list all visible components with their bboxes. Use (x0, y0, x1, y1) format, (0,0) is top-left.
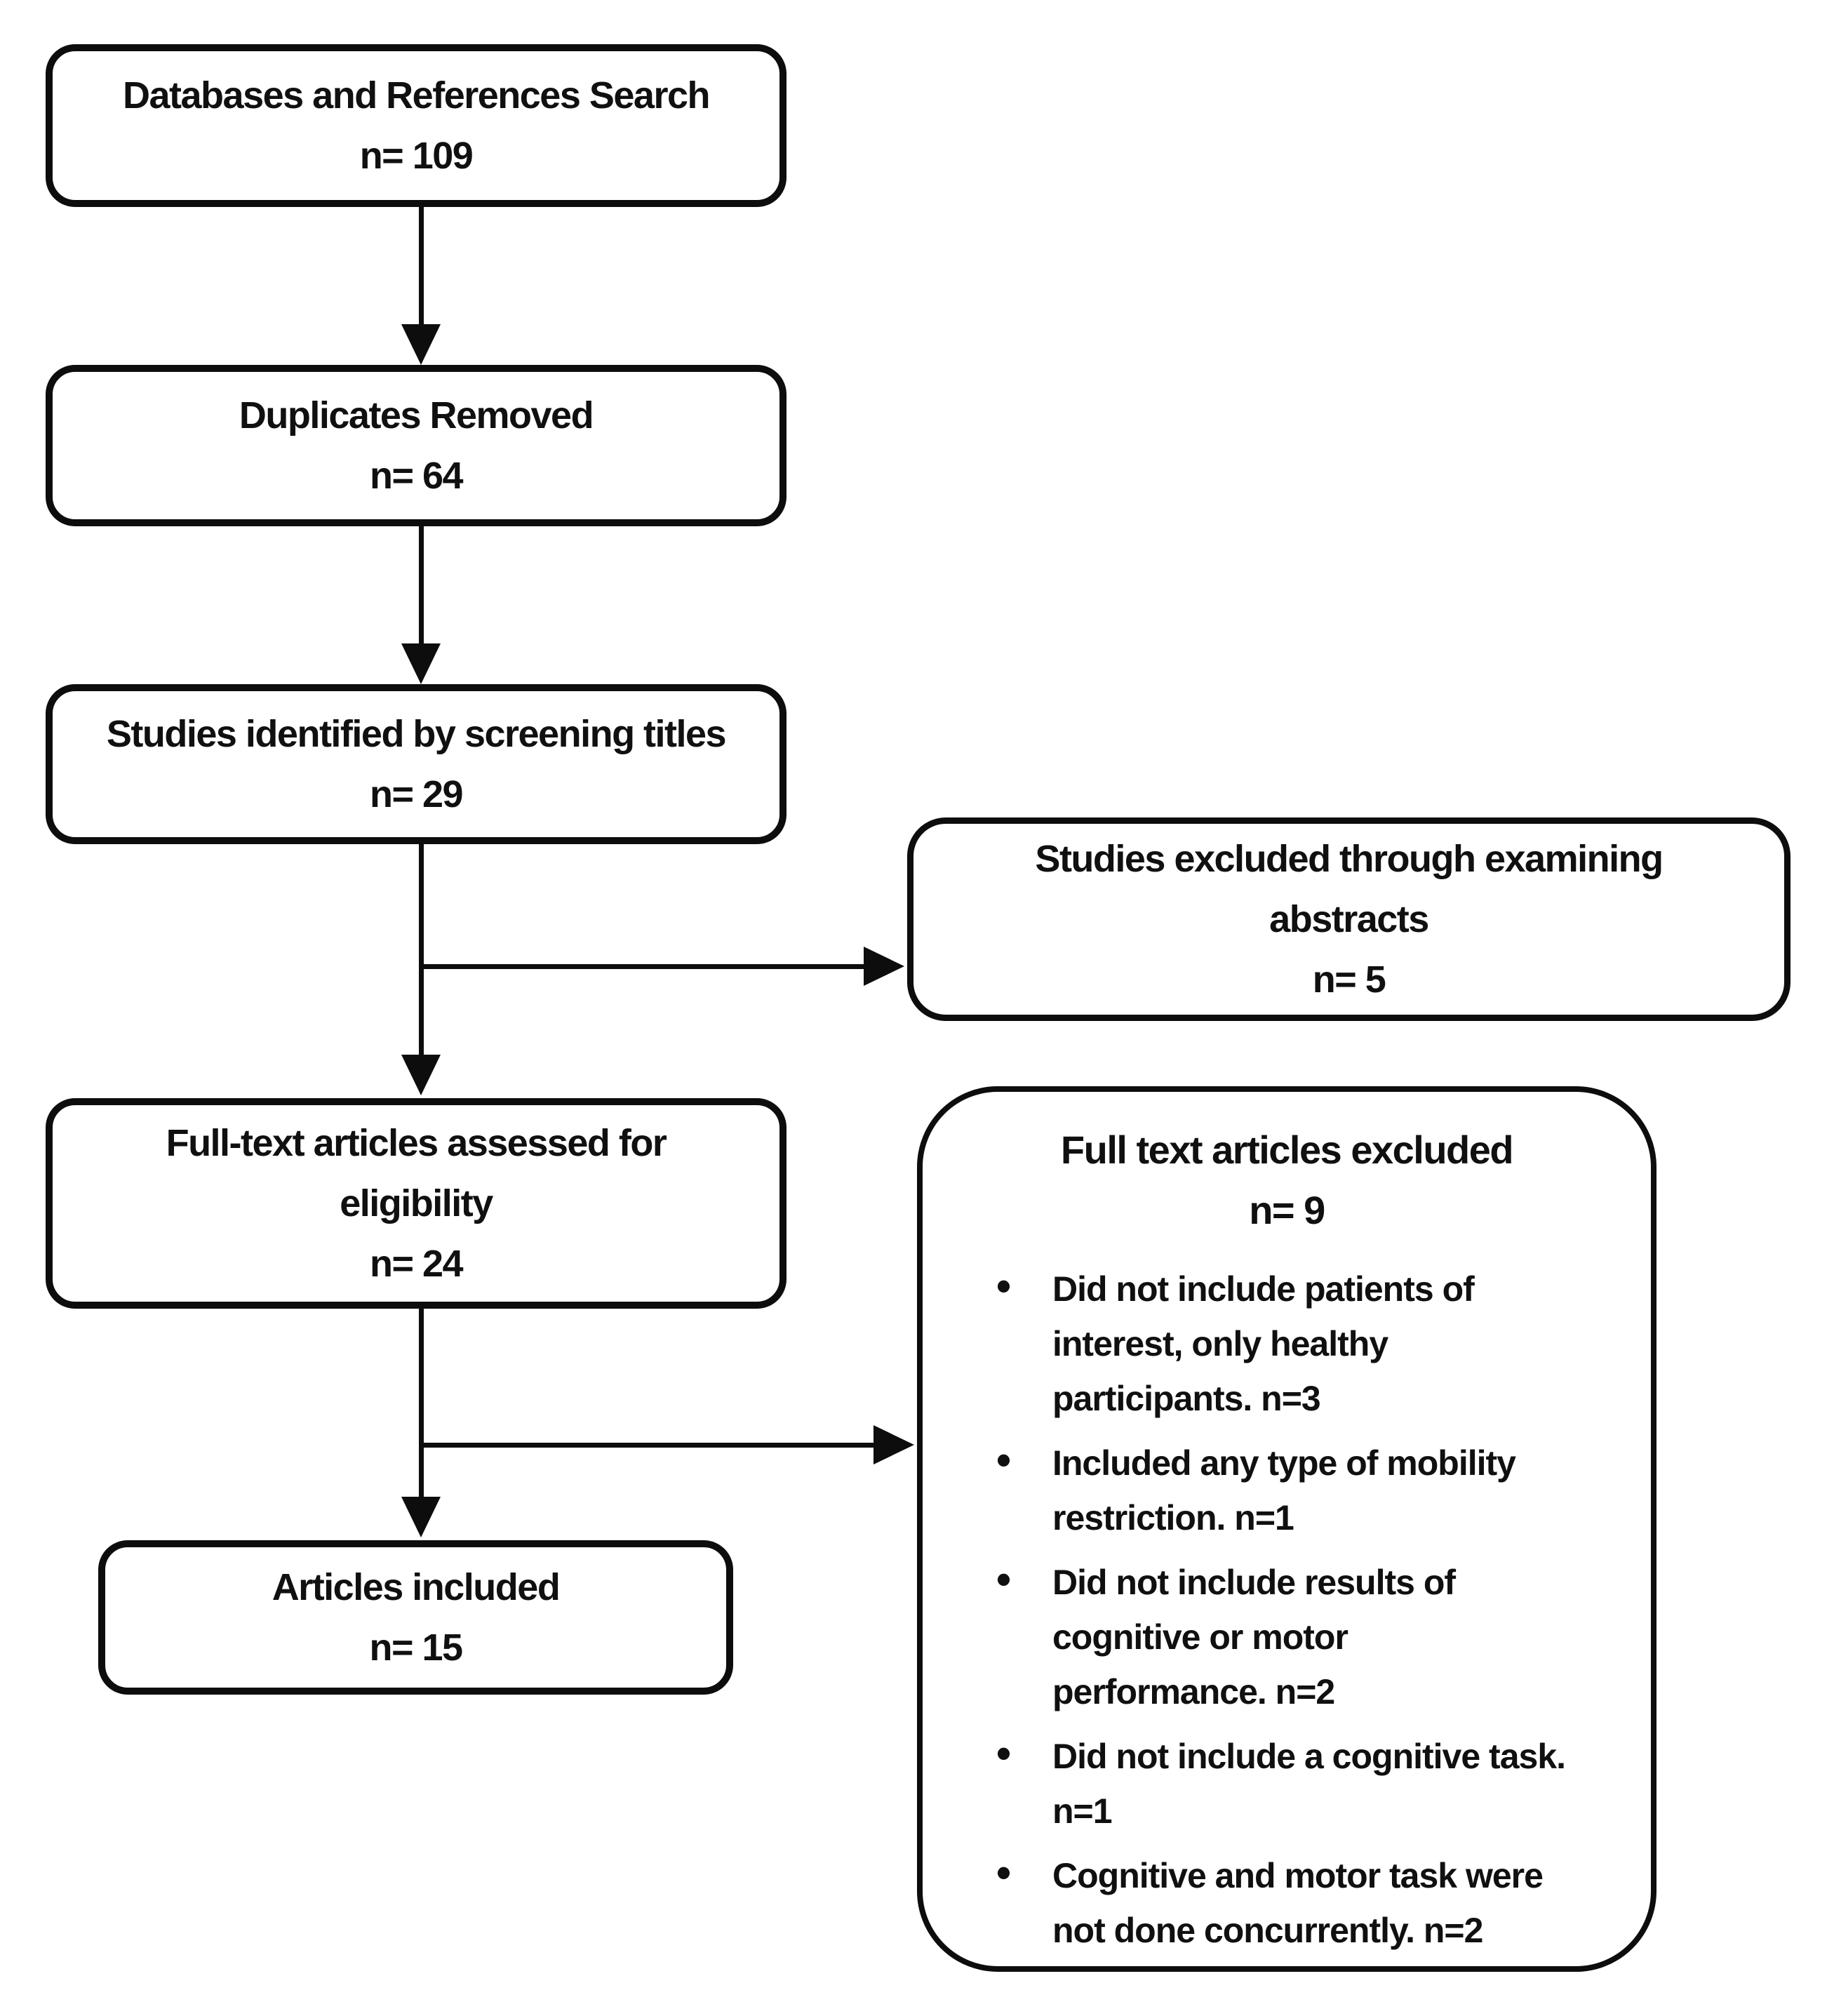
box-count: n= 24 (369, 1243, 464, 1285)
box-count: n= 9 (1249, 1188, 1325, 1232)
box-label: Duplicates Removed (239, 394, 594, 436)
exclusion-reason-item: Did not include results of cognitive or … (989, 1552, 1599, 1719)
box-label: Databases and References Search (123, 74, 710, 116)
box-label: Studies identified by screening titles (106, 713, 727, 755)
arrowhead-down-icon (401, 643, 441, 684)
box-label: Full-text articles assessed for eligibil… (166, 1122, 667, 1224)
box-count: n= 15 (369, 1627, 463, 1669)
flow-box-excluded-fulltext: Full text articles excluded n= 9 Did not… (917, 1086, 1656, 1972)
box-label: Articles included (272, 1566, 561, 1608)
connector-branch-to-excluded-abstracts (421, 964, 864, 969)
arrowhead-down-icon (401, 1497, 441, 1537)
connector-line-titles-to-fulltext (419, 844, 424, 1055)
flow-box-fulltext-assessed: Full-text articles assessed for eligibil… (46, 1098, 787, 1309)
box-label: Studies excluded through examining abstr… (1035, 838, 1664, 940)
connector-branch-to-excluded-fulltext (421, 1443, 874, 1448)
exclusion-reason-item: Cognitive and motor task were not done c… (989, 1845, 1599, 1958)
flow-box-articles-included: Articles included n= 15 (98, 1540, 733, 1695)
connector-line-search-to-duplicates (419, 207, 424, 326)
connector-line-fulltext-to-included (419, 1309, 424, 1497)
box-count: n= 64 (369, 455, 464, 497)
box-count: n= 109 (359, 135, 474, 177)
arrowhead-right-icon (874, 1425, 914, 1464)
exclusion-reason-item: Did not include a cognitive task. n=1 (989, 1726, 1599, 1838)
flow-box-databases-search: Databases and References Search n= 109 (46, 44, 787, 207)
box-count: n= 5 (1312, 959, 1386, 1001)
flow-box-duplicates-removed: Duplicates Removed n= 64 (46, 365, 787, 526)
box-label: Full text articles excluded (1060, 1128, 1514, 1172)
exclusion-reason-item: Did not include patients of interest, on… (989, 1259, 1599, 1426)
connector-line-duplicates-to-titles (419, 526, 424, 644)
arrowhead-right-icon (864, 947, 904, 986)
arrowhead-down-icon (401, 324, 441, 365)
box-count: n= 29 (369, 773, 464, 815)
flow-box-excluded-abstracts: Studies excluded through examining abstr… (907, 817, 1791, 1021)
arrowhead-down-icon (401, 1055, 441, 1095)
exclusion-reason-item: Included any type of mobility restrictio… (989, 1433, 1599, 1545)
exclusion-reason-list: Did not include patients of interest, on… (989, 1259, 1599, 1968)
flow-box-screening-titles: Studies identified by screening titles n… (46, 684, 787, 844)
